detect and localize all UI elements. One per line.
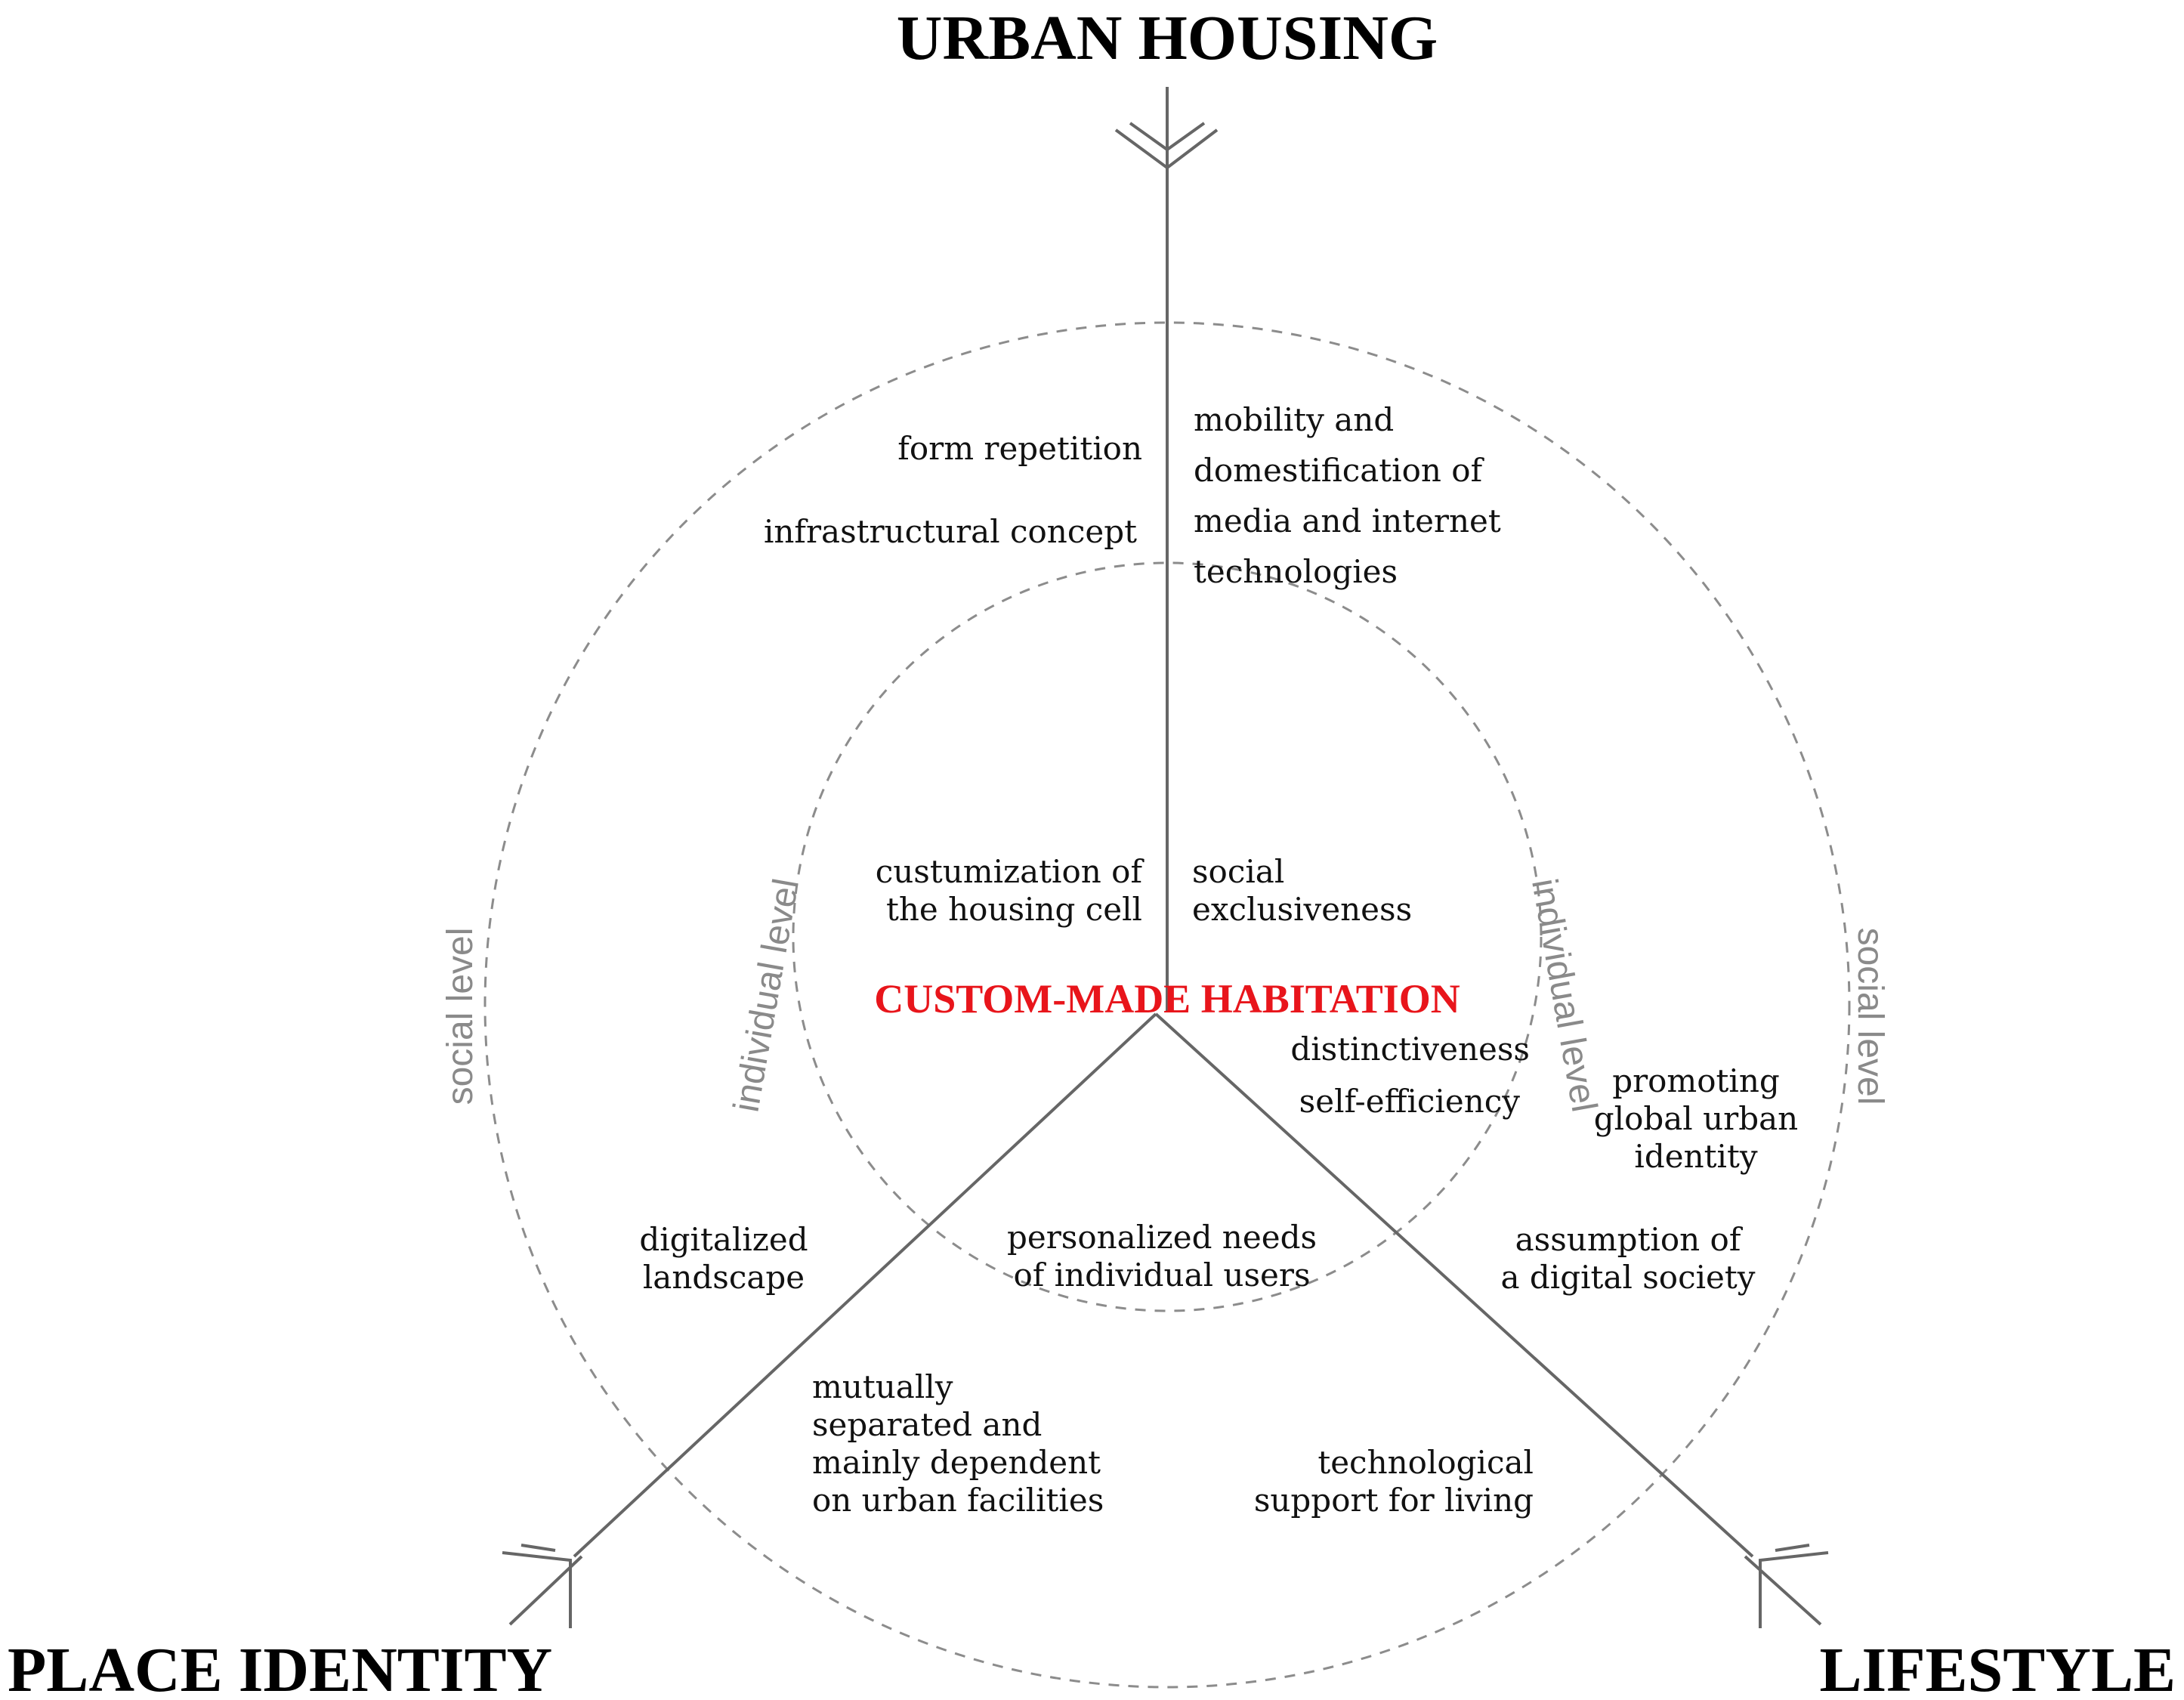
center-label: CUSTOM-MADE HABITATION [874, 976, 1460, 1022]
term-mutually-separated-line: mutually [812, 1368, 953, 1405]
social-level-left-label: social level [440, 928, 480, 1105]
term-personalized-needs-line: of individual users [1014, 1256, 1311, 1294]
term-mobility-media-line: mobility and [1194, 401, 1394, 438]
term-mobility-media-line: technologies [1194, 553, 1398, 590]
term-technological-support-line: technological [1318, 1444, 1534, 1481]
axis-title-place-identity: PLACE IDENTITY [8, 1635, 552, 1700]
term-custumization-housing-cell-line: custumization of [876, 853, 1145, 890]
axis-line-lifestyle [1154, 1012, 1754, 1558]
term-distinctiveness: distinctiveness [1290, 1031, 1530, 1068]
inner-circle-individual-level [792, 561, 1543, 1312]
term-custumization-housing-cell-line: the housing cell [886, 891, 1142, 928]
term-mutually-separated-line: on urban facilities [812, 1482, 1104, 1519]
term-self-efficiency: self-efficiency [1299, 1083, 1521, 1120]
individual-level-right-label: individual level [1524, 876, 1604, 1115]
term-digitalized-landscape-line: landscape [643, 1259, 805, 1296]
axis-title-lifestyle: LIFESTYLE [1819, 1635, 2176, 1700]
term-technological-support-line: support for living [1254, 1482, 1534, 1519]
term-social-exclusiveness-line: social [1192, 853, 1284, 890]
arrow-head-right [1744, 1544, 1829, 1628]
term-form-repetition: form repetition [897, 430, 1142, 467]
term-infrastructural-concept: infrastructural concept [764, 513, 1137, 550]
term-social-exclusiveness-line: exclusiveness [1192, 891, 1412, 928]
arrow-head-left [502, 1544, 583, 1628]
term-personalized-needs-line: personalized needs [1007, 1219, 1317, 1256]
term-assumption-digital-society-line: assumption of [1515, 1221, 1744, 1258]
individual-level-left-label: individual level [727, 876, 807, 1115]
term-mutually-separated-line: mainly dependent [812, 1444, 1101, 1481]
term-mobility-media-line: media and internet [1194, 502, 1501, 539]
term-mobility-media: mobility and domestification of media and … [1194, 401, 1501, 590]
axis-line-place-identity [573, 1012, 1157, 1558]
term-mutually-separated-line: separated and [812, 1406, 1042, 1443]
term-promoting-global-identity-line: promoting [1612, 1062, 1780, 1099]
term-infrastructural-concept-line: infrastructural concept [764, 513, 1137, 550]
term-mobility-media-line: domestification of [1194, 452, 1485, 489]
axis-title-urban-housing: URBAN HOUSING [897, 3, 1438, 73]
term-form-repetition-line: form repetition [897, 430, 1142, 467]
arrow-head-top [1114, 87, 1219, 170]
social-level-right-label: social level [1850, 928, 1890, 1105]
term-promoting-global-identity-line: identity [1634, 1138, 1757, 1175]
term-digitalized-landscape-line: digitalized [639, 1221, 808, 1258]
term-assumption-digital-society-line: a digital society [1501, 1259, 1756, 1296]
term-promoting-global-identity-line: global urban [1594, 1100, 1798, 1137]
term-self-efficiency-line: self-efficiency [1299, 1083, 1521, 1120]
outer-circle-social-level [483, 321, 1851, 1689]
term-distinctiveness-line: distinctiveness [1290, 1031, 1530, 1068]
